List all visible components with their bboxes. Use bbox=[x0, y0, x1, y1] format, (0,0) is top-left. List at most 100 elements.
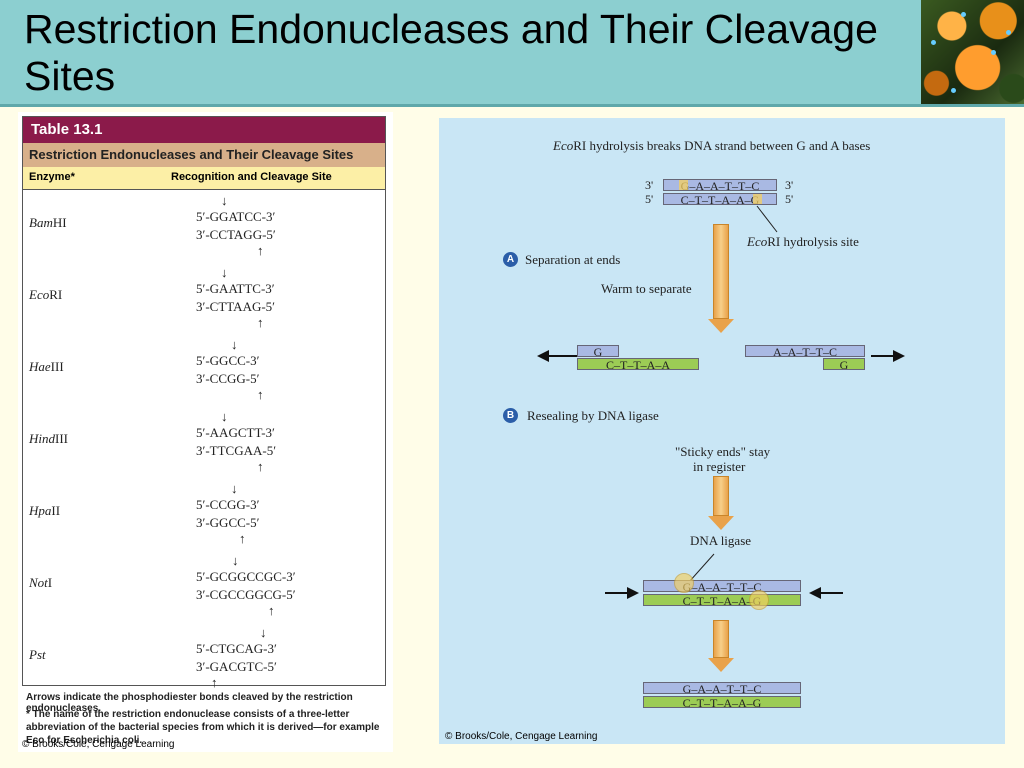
cleavage-arrow-up-icon: ↑ bbox=[257, 315, 264, 330]
final-top-strand-text: G–A–A–T–T–C bbox=[682, 682, 762, 696]
cleavage-arrow-down-icon: ↓ bbox=[260, 625, 267, 640]
ligase-top-strand-text: G–A–A–T–T–C bbox=[682, 580, 762, 594]
table-row: HindIII↓5′-AAGCTT-3′3′-TTCGAA-5′↑ bbox=[23, 409, 385, 481]
step-b-badge: B bbox=[503, 408, 518, 423]
cleavage-arrow-down-icon: ↓ bbox=[221, 193, 228, 208]
sticky-ends-label-2: in register bbox=[693, 459, 746, 474]
enzyme-name: Pst bbox=[29, 647, 46, 663]
cleavage-arrow-up-icon: ↑ bbox=[257, 387, 264, 402]
enzyme-name-italic: Hpa bbox=[29, 503, 52, 518]
cut-highlight-bottom bbox=[753, 194, 762, 204]
slide-header: Restriction Endonucleases and Their Clea… bbox=[0, 0, 1024, 104]
enzyme-name: NotI bbox=[29, 575, 52, 591]
table-row: HaeIII ↓5′-GGCC-3′ 3′-CCGG-5′↑ bbox=[23, 337, 385, 409]
cleavage-arrow-up-icon: ↑ bbox=[257, 459, 264, 474]
ligase-right-arrowhead-icon bbox=[809, 587, 821, 599]
enzyme-name-italic: Hae bbox=[29, 359, 51, 374]
final-top-strand: G–A–A–T–T–C bbox=[643, 682, 801, 696]
enzyme-name-suffix: II bbox=[51, 503, 61, 518]
sequence-top-strand: 5′-GAATTC-3′ bbox=[196, 281, 275, 296]
enzyme-name-italic: Hind bbox=[29, 431, 55, 446]
diagram-caption-italic: Eco bbox=[553, 138, 574, 153]
slide-title: Restriction Endonucleases and Their Clea… bbox=[24, 6, 878, 99]
decorative-corner-image bbox=[921, 0, 1024, 104]
original-bottom-strand: C–T–T–A–A–G bbox=[663, 193, 777, 207]
table-row: Pst↓5′-CTGCAG-3′3′-GACGTC-5′↑ bbox=[23, 625, 385, 697]
table-subtitle-bar: Restriction Endonucleases and Their Clea… bbox=[23, 143, 385, 167]
top-right-end-label: 3' bbox=[785, 178, 794, 192]
sequence-bottom-strand: 3′-GGCC-5′ bbox=[196, 515, 260, 530]
column-header-site: Recognition and Cleavage Site bbox=[171, 171, 332, 183]
enzyme-name: BamHI bbox=[29, 215, 67, 231]
cleavage-arrow-down-icon: ↓ bbox=[232, 553, 239, 568]
enzyme-name: EcoRI bbox=[29, 287, 62, 303]
enzyme-name: HindIII bbox=[29, 431, 68, 447]
original-bottom-strand-text: C–T–T–A–A–G bbox=[680, 193, 760, 207]
right-fragment-top: A–A–T–T–C bbox=[745, 345, 865, 359]
top-left-end-label: 3' bbox=[645, 178, 654, 192]
table-row: NotI ↓5′-GCGGCCGC-3′ 3′-CGCCGGCG-5′↑ bbox=[23, 553, 385, 625]
warm-label: Warm to separate bbox=[601, 281, 692, 296]
enzyme-name-suffix: RI bbox=[49, 287, 63, 302]
enzyme-name-suffix: HI bbox=[52, 215, 67, 230]
table-label: Table 13.1 bbox=[31, 121, 103, 138]
sequence-bottom-strand: 3′-TTCGAA-5′ bbox=[196, 443, 277, 458]
table-subtitle: Restriction Endonucleases and Their Clea… bbox=[29, 147, 354, 162]
original-top-strand-text: G–A–A–T–T–C bbox=[680, 179, 760, 193]
ligase-left-arrow bbox=[605, 592, 629, 594]
table-row: HpaII↓5′-CCGG-3′3′-GGCC-5′↑ bbox=[23, 481, 385, 553]
sequence-bottom-strand: 3′-CGCCGGCG-5′ bbox=[196, 587, 296, 602]
step-b-label: Resealing by DNA ligase bbox=[527, 408, 659, 423]
sequence-bottom-strand: 3′-CCTAGG-5′ bbox=[196, 227, 276, 242]
table-frame: Table 13.1 Restriction Endonucleases and… bbox=[22, 116, 386, 690]
sequence-top-strand: 5′-GGCC-3′ bbox=[196, 353, 260, 368]
right-arrowhead-icon bbox=[893, 350, 905, 362]
table-row: BamHI ↓5′-GGATCC-3′ 3′-CCTAGG-5′↑ bbox=[23, 193, 385, 265]
cleavage-arrow-up-icon: ↑ bbox=[268, 603, 275, 618]
right-fragment-bottom-text: G bbox=[839, 358, 849, 372]
dna-ligase-label: DNA ligase bbox=[690, 533, 752, 548]
enzyme-name: HpaII bbox=[29, 503, 60, 519]
hydrolysis-site-italic: Eco bbox=[747, 234, 768, 249]
ligase-enzyme-icon-bottom bbox=[749, 590, 769, 610]
enzyme-name-italic: Eco bbox=[29, 287, 50, 302]
left-fragment-bottom-text: C–T–T–A–A bbox=[606, 358, 670, 372]
ligase-top-strand: G–A–A–T–T–C bbox=[643, 580, 801, 594]
sequence-top-strand: 5′-GGATCC-3′ bbox=[196, 209, 276, 224]
cleavage-arrow-up-icon: ↑ bbox=[239, 531, 246, 546]
ligase-bottom-strand-text: C–T–T–A–A–G bbox=[682, 594, 762, 608]
sequence-bottom-strand: 3′-GACGTC-5′ bbox=[196, 659, 277, 674]
table-row: EcoRI ↓5′-GAATTC-3′ 3′-CTTAAG-5′↑ bbox=[23, 265, 385, 337]
step-a-badge: A bbox=[503, 252, 518, 267]
sticky-ends-label-1: "Sticky ends" stay bbox=[675, 444, 771, 459]
cleavage-arrow-down-icon: ↓ bbox=[221, 265, 228, 280]
diagram-credit: © Brooks/Cole, Cengage Learning bbox=[445, 731, 598, 742]
cleavage-arrow-up-icon: ↑ bbox=[257, 243, 264, 258]
restriction-enzyme-table: Table 13.1 Restriction Endonucleases and… bbox=[18, 112, 393, 752]
ligase-right-arrow bbox=[819, 592, 843, 594]
left-fragment-bottom: C–T–T–A–A bbox=[577, 358, 699, 372]
bottom-left-end-label: 5' bbox=[645, 192, 654, 206]
enzyme-name-italic: Bam bbox=[29, 215, 53, 230]
ligase-bottom-strand: C–T–T–A–A–G bbox=[643, 594, 801, 608]
cleavage-arrow-down-icon: ↓ bbox=[231, 337, 238, 352]
column-header-enzyme: Enzyme* bbox=[29, 171, 75, 183]
enzyme-name-suffix: I bbox=[47, 575, 53, 590]
enzyme-name-italic: Not bbox=[29, 575, 48, 590]
sequence-top-strand: 5′-CCGG-3′ bbox=[196, 497, 260, 512]
right-fragment-top-text: A–A–T–T–C bbox=[773, 345, 837, 359]
sequence-top-strand: 5′-GCGGCCGC-3′ bbox=[196, 569, 296, 584]
step-a-label: Separation at ends bbox=[525, 252, 621, 267]
hydrolysis-site-text: RI hydrolysis site bbox=[767, 234, 859, 249]
ligase-enzyme-icon-top bbox=[674, 573, 694, 593]
left-arrowhead-icon bbox=[537, 350, 549, 362]
bottom-right-end-label: 5' bbox=[785, 192, 794, 206]
enzyme-name-suffix: III bbox=[50, 359, 64, 374]
sequence-bottom-strand: 3′-CCGG-5′ bbox=[196, 371, 260, 386]
sequence-bottom-strand: 3′-CTTAAG-5′ bbox=[196, 299, 276, 314]
table-label-bar: Table 13.1 bbox=[23, 117, 385, 143]
diagram-leader-lines bbox=[688, 205, 778, 583]
table-header-row: Enzyme* Recognition and Cleavage Site bbox=[23, 167, 385, 190]
ligase-left-arrowhead-icon bbox=[627, 587, 639, 599]
right-fragment-bottom: G bbox=[823, 358, 865, 372]
